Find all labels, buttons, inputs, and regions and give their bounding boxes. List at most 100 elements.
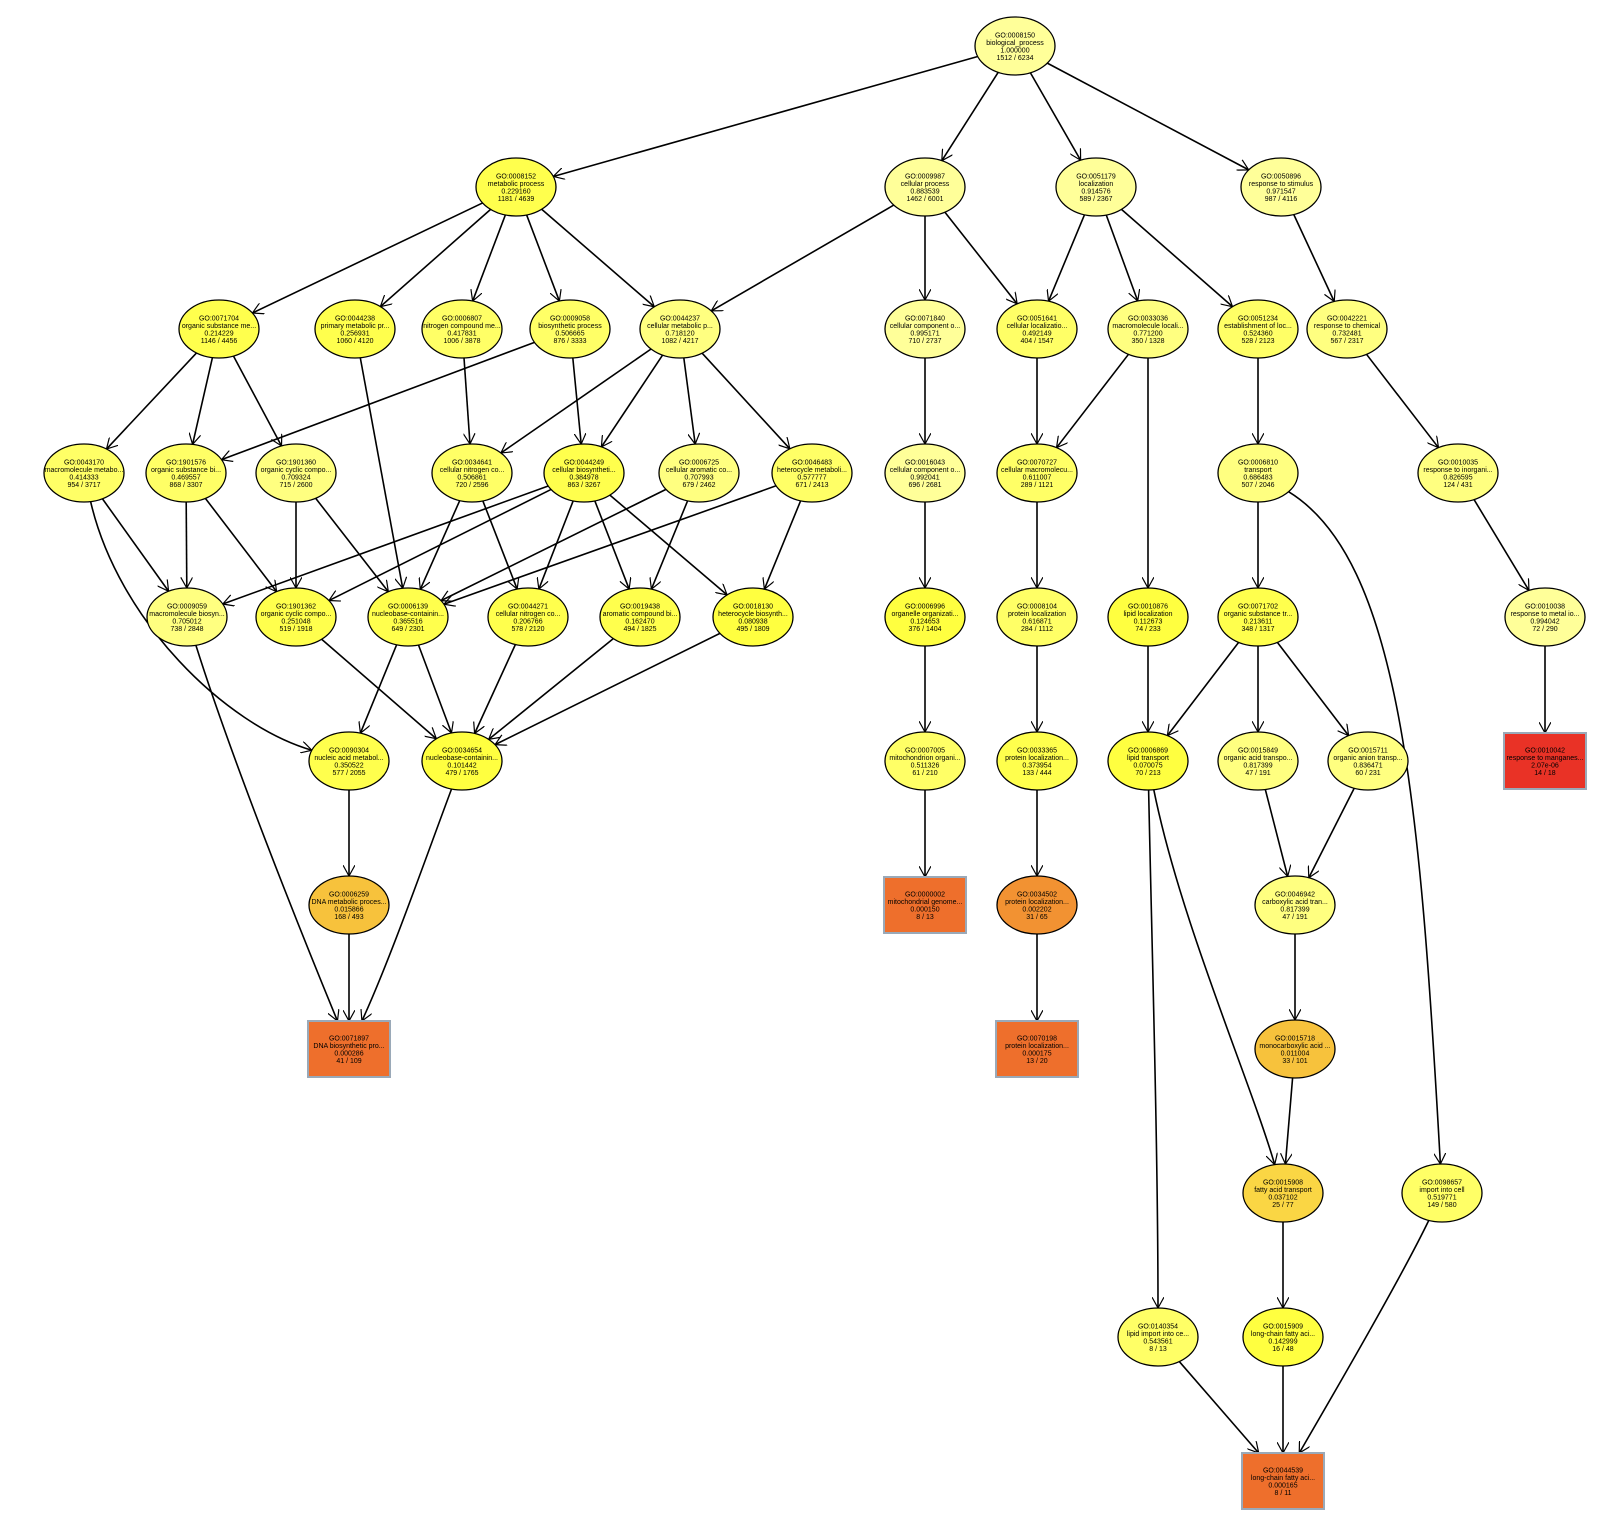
node-term-label: macromolecule metabo... (45, 467, 124, 474)
edge-GO0034641-to-GO0044271 (482, 500, 517, 589)
node-ellipse-shape (1306, 299, 1388, 359)
node-go-id: GO:1901360 (276, 459, 316, 466)
node-go-id: GO:1901576 (166, 459, 206, 466)
node-ellipse-shape (1217, 587, 1299, 647)
node-score: 0.914576 (1081, 188, 1110, 195)
node-ellipse-shape (884, 443, 966, 503)
node-go-id: GO:0019438 (620, 603, 660, 610)
node-go-id: GO:0015909 (1263, 1323, 1303, 1330)
edge-GO0006810-to-GO0098657 (1288, 491, 1441, 1164)
node-ellipse-shape (1240, 157, 1322, 217)
node-term-label: biosynthetic process (538, 323, 602, 330)
edge-GO0071704-to-GO1901360 (232, 355, 281, 446)
node-count: 350 / 1328 (1131, 338, 1164, 345)
node-score: 0.971547 (1266, 188, 1295, 195)
node-ellipse-shape (367, 587, 449, 647)
edge-GO0006807-to-GO0034641 (463, 357, 470, 444)
edge-GO0008150-to-GO0009987 (941, 71, 999, 160)
edge-GO0051179-to-GO0051234 (1120, 208, 1232, 306)
node-go-id: GO:0071840 (905, 315, 945, 322)
edge-GO0044249-to-GO0009059 (223, 485, 549, 604)
node-go-id: GO:0008152 (496, 173, 536, 180)
node-go-id: GO:0008104 (1017, 603, 1057, 610)
node-go-id: GO:0044237 (660, 315, 700, 322)
node-go-id: GO:0034641 (452, 459, 492, 466)
node-term-label: monocarboxylic acid ... (1259, 1043, 1330, 1050)
node-score: 0.492149 (1022, 330, 1051, 337)
node-term-label: protein localization... (1005, 899, 1069, 906)
node-count: 679 / 2462 (682, 482, 715, 489)
node-term-label: nucleobase-containin... (372, 611, 444, 618)
node-score: 0.011004 (1281, 1050, 1310, 1057)
edge-GO1901576-to-GO1901362 (204, 497, 276, 591)
node-term-label: organic substance bi... (151, 467, 221, 474)
node-count: 720 / 2596 (455, 482, 488, 489)
node-ellipse-shape (1327, 731, 1409, 791)
edge-GO0044249-to-GO1901362 (329, 488, 552, 600)
node-term-label: carboxylic acid tran... (1262, 899, 1328, 906)
node-count: 863 / 3267 (567, 482, 600, 489)
node-count: 348 / 1317 (1241, 626, 1274, 633)
edges-layer (89, 55, 1545, 1453)
node-go-id: GO:0015849 (1238, 747, 1278, 754)
node-term-label: organic cyclic compo... (261, 467, 332, 474)
node-score: 0.577777 (797, 474, 826, 481)
node-score: 0.469557 (171, 474, 200, 481)
node-term-label: transport (1244, 467, 1272, 474)
node-go-id: GO:0008150 (995, 32, 1035, 39)
edge-GO0006139-to-GO0034654 (417, 644, 451, 733)
node-go-id: GO:0043170 (64, 459, 104, 466)
node-ellipse-shape (1055, 157, 1137, 217)
node-go-id: GO:0006139 (388, 603, 428, 610)
node-ellipse-shape (884, 157, 966, 217)
edge-GO0008152-to-GO0044238 (380, 208, 492, 306)
node-ellipse-shape (308, 731, 390, 791)
node-ellipse-shape (1217, 443, 1299, 503)
node-score: 0.070075 (1133, 762, 1162, 769)
node-go-id: GO:0044539 (1263, 1467, 1303, 1474)
node-ellipse-shape (255, 587, 337, 647)
edge-GO0044238-to-GO0006139 (359, 357, 402, 589)
node-term-label: heterocycle biosynth... (718, 611, 788, 618)
node-go-id: GO:0090304 (329, 747, 369, 754)
edge-GO1901576-to-GO0009059 (186, 501, 187, 588)
node-count: 577 / 2055 (332, 770, 365, 777)
node-go-id: GO:0071704 (199, 315, 239, 322)
node-count: 41 / 109 (336, 1058, 361, 1065)
node-count: 507 / 2046 (1241, 482, 1274, 489)
node-count: 13 / 20 (1026, 1058, 1048, 1065)
node-term-label: organelle organizati... (892, 611, 959, 618)
node-term-label: long-chain fatty aci... (1251, 1331, 1315, 1338)
edge-GO0008150-to-GO0008152 (553, 55, 978, 177)
node-go-id: GO:0015711 (1348, 747, 1388, 754)
node-count: 61 / 210 (912, 770, 937, 777)
node-ellipse-shape (996, 875, 1078, 935)
node-count: 60 / 231 (1355, 770, 1380, 777)
node-term-label: mitochondrion organi... (889, 755, 960, 762)
node-box-shape (883, 876, 967, 934)
node-go-id: GO:0009058 (550, 315, 590, 322)
node-term-label: nitrogen compound me... (423, 323, 500, 330)
edge-GO0044237-to-GO0046483 (701, 352, 790, 449)
edge-GO0044271-to-GO0034654 (475, 644, 517, 734)
edge-GO0006869-to-GO0015908 (1152, 789, 1275, 1165)
node-term-label: nucleobase-containin... (426, 755, 498, 762)
edge-GO0051179-to-GO0051641 (1049, 214, 1086, 301)
edge-GO0009058-to-GO1901576 (222, 341, 535, 459)
node-score: 0.206766 (513, 618, 542, 625)
